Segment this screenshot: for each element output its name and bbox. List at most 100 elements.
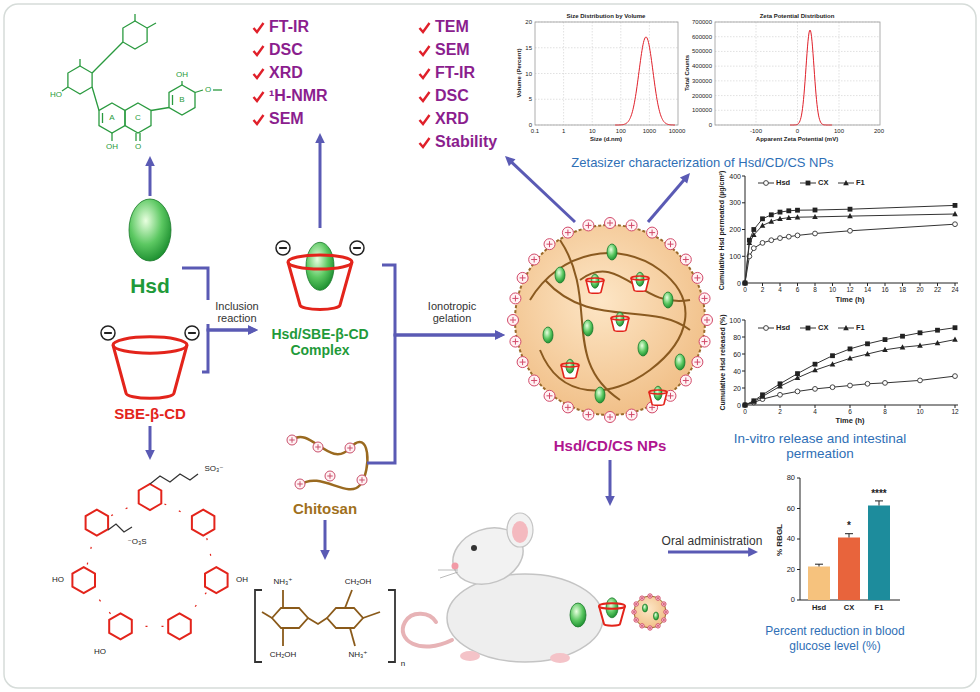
negative-charge <box>101 326 115 340</box>
legend-sample <box>800 324 816 332</box>
tick-label: 700000 <box>692 19 712 25</box>
arrow-head <box>315 133 325 143</box>
positive-charge <box>345 443 355 453</box>
check-mark <box>254 115 264 124</box>
illustration-part <box>648 594 652 598</box>
bar <box>838 538 860 601</box>
illustration-part <box>300 481 301 487</box>
illustration-part <box>599 603 625 609</box>
arrow-head <box>248 325 258 335</box>
illustration-part <box>715 51 880 52</box>
checklist-row: ¹H-NMR <box>252 85 328 108</box>
legend-label: Hsd <box>776 179 790 187</box>
data-marker <box>952 211 958 216</box>
data-marker <box>917 343 923 348</box>
data-marker <box>769 219 775 224</box>
illustration-part <box>650 595 651 597</box>
data-series <box>743 374 958 408</box>
chart-panel: In-vitro release and intestinal permeati… <box>700 165 940 462</box>
chart-frame <box>715 22 880 125</box>
illustration-part <box>631 412 632 418</box>
illustration-part <box>656 624 660 628</box>
node-label: Hsd/SBE-β-CD Complex <box>258 326 382 358</box>
tick-label: 100 <box>834 128 844 134</box>
illustration-part <box>529 375 540 386</box>
illustration-part <box>510 336 521 347</box>
illustration-part <box>839 22 840 125</box>
connector-line <box>511 162 575 222</box>
bar <box>808 567 830 601</box>
legend-label: Hsd <box>776 324 790 332</box>
illustration-part <box>762 283 763 286</box>
tick-label: 0 <box>743 287 747 294</box>
legend-sample <box>838 179 854 187</box>
chart-axis <box>742 320 958 408</box>
data-marker <box>812 367 818 372</box>
arrow-line <box>324 520 327 552</box>
legend-label: F1 <box>856 179 865 187</box>
illustration-part <box>168 613 191 639</box>
data-marker <box>760 216 765 221</box>
positive-charge <box>692 357 703 368</box>
rat-illustration <box>452 563 459 570</box>
illustration-part <box>86 510 109 536</box>
checklist-item: DSC <box>435 87 469 105</box>
data-marker <box>952 337 958 342</box>
positive-charge <box>640 624 644 628</box>
arrow-head <box>248 325 258 335</box>
illustration-part <box>867 283 868 286</box>
check-mark <box>252 44 265 57</box>
cyclodextrin-cone <box>649 386 667 405</box>
check-mark <box>252 113 265 126</box>
positive-charge <box>680 254 691 265</box>
illustration-part <box>699 336 710 347</box>
illustration-part <box>745 328 955 405</box>
nanoparticle-illustration <box>508 218 713 423</box>
illustration-part <box>72 567 95 593</box>
illustration-part <box>185 326 199 340</box>
illustration-part <box>797 569 800 570</box>
hesperidin-molecule <box>555 267 565 283</box>
tick-label: 0 <box>709 122 712 128</box>
illustration-part <box>325 471 335 481</box>
hesperidin-molecule <box>675 354 685 370</box>
illustration-part <box>580 272 690 302</box>
checklist-item: SEM <box>269 110 304 128</box>
illustration-part <box>685 256 686 262</box>
axis-title: Cumulative Hsd permeated (µg/cm²) <box>718 170 725 290</box>
legend-sample <box>838 324 854 332</box>
illustration-part <box>699 293 710 304</box>
illustration-part <box>641 598 643 599</box>
data-marker <box>743 281 748 286</box>
check-mark <box>418 136 431 149</box>
data-marker <box>830 385 835 390</box>
tick-label: 200 <box>729 226 741 233</box>
tick-label: 20 <box>733 385 741 392</box>
hesperidin-structure <box>62 87 68 91</box>
illustration-part <box>513 317 514 323</box>
illustration-part <box>605 218 616 229</box>
tick-label: 300 <box>729 199 741 206</box>
positive-charge <box>508 315 519 326</box>
repeat-label: n <box>401 660 405 668</box>
checklist-item: FT-IR <box>435 64 475 82</box>
data-marker <box>795 208 800 213</box>
illustration-part <box>715 80 880 81</box>
illustration-part <box>605 412 616 423</box>
illustration-part <box>656 596 660 600</box>
illustration-part <box>715 36 880 37</box>
data-marker <box>865 381 870 386</box>
illustration-part <box>685 377 686 383</box>
illustration-part <box>663 603 664 605</box>
tick-label: 2 <box>778 409 782 416</box>
data-marker <box>786 234 791 239</box>
data-marker <box>795 389 800 394</box>
flow-arrow <box>145 156 155 196</box>
illustration-part <box>562 402 573 413</box>
illustration-part <box>562 227 573 238</box>
data-marker <box>769 238 774 243</box>
tick-label: 0 <box>796 128 799 134</box>
arrow-head <box>505 156 516 166</box>
hesperidin-structure <box>123 21 147 49</box>
